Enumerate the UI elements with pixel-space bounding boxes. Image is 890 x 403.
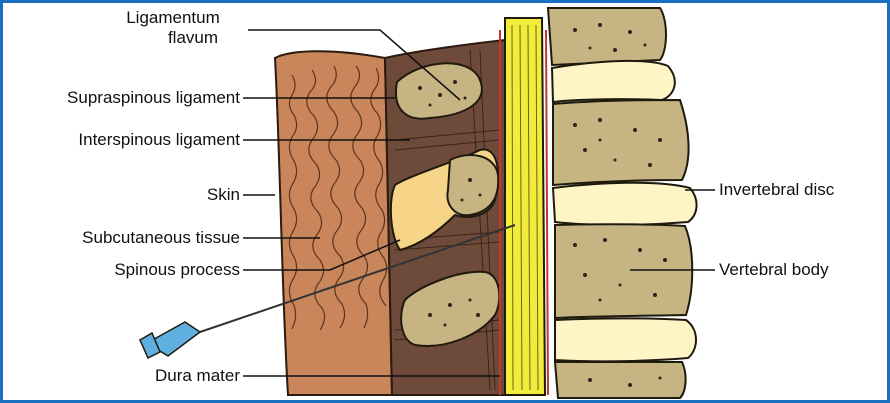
label-intervertebral-disc: Invertebral disc [719,180,834,200]
vertebral-body-4 [555,362,686,398]
intervertebral-disc-1 [552,61,675,102]
label-dura-mater: Dura mater [0,366,240,386]
vertebral-body-2 [553,100,689,185]
label-ligamentum-flavum-line1: Ligamentum [108,8,238,28]
skin-layer [275,51,392,395]
vertebral-body-3 [555,224,692,318]
vertebral-column [548,8,697,398]
label-ligamentum-flavum-line2: flavum [108,28,238,48]
spinal-cord [505,18,545,395]
label-interspinous-ligament: Interspinous ligament [0,130,240,150]
intervertebral-disc-2 [553,183,697,225]
intervertebral-disc-3 [555,319,696,362]
label-subcutaneous-tissue: Subcutaneous tissue [0,228,240,248]
label-spinous-process: Spinous process [0,260,240,280]
label-supraspinous-ligament: Supraspinous ligament [0,88,240,108]
label-ligamentum-flavum: Ligamentum flavum [108,8,238,48]
label-vertebral-body: Vertebral body [719,260,829,280]
dura-mater-line-right [546,30,548,395]
vertebral-body-1 [548,8,666,65]
label-skin: Skin [0,185,240,205]
